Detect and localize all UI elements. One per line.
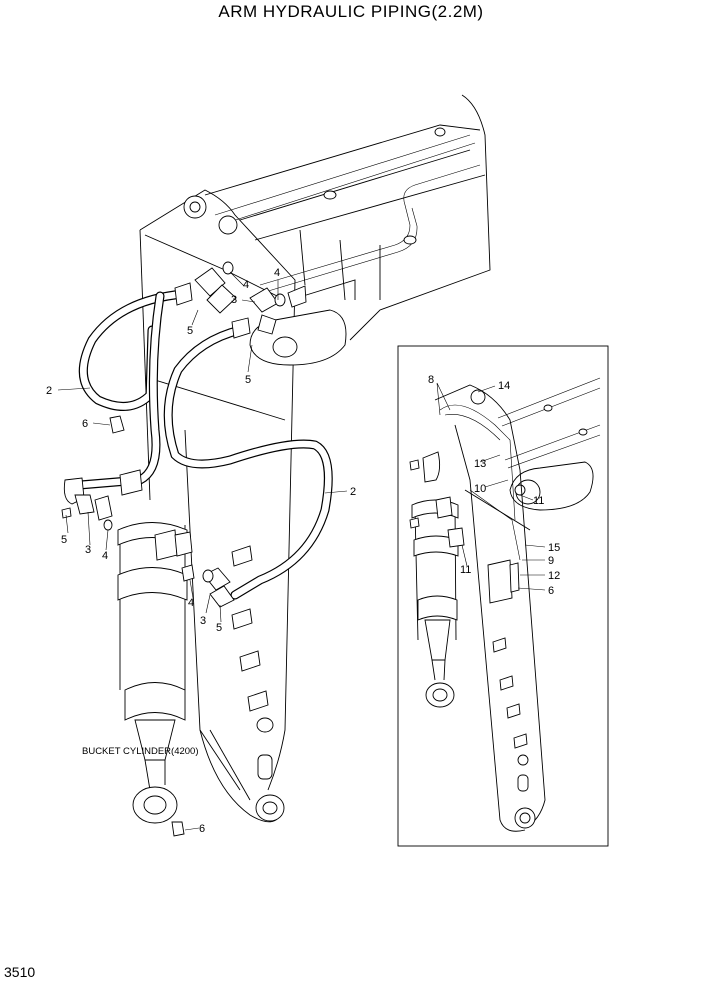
- bucket-cylinder-note: BUCKET CYLINDER(4200): [82, 746, 199, 757]
- callout-6-detail: 6: [548, 585, 554, 597]
- callout-leaders: [57, 271, 546, 831]
- page-number: 3510: [4, 964, 36, 980]
- callout-15: 15: [548, 542, 560, 554]
- callout-labels: 2 6 4 4 3 5 5 2 5 3 4 4 3 5 6 8 14 13 10…: [46, 267, 560, 835]
- callout-11-right: 11: [533, 495, 544, 507]
- detail-view-drawing: [397, 345, 609, 847]
- callout-14: 14: [498, 380, 510, 392]
- callout-4-left: 4: [102, 550, 108, 562]
- callout-4-upper-mid: 4: [243, 279, 249, 291]
- callout-5-upper-left: 5: [187, 325, 193, 337]
- callout-4-lower: 4: [188, 597, 194, 609]
- callout-3-left: 3: [85, 544, 91, 556]
- callout-10: 10: [474, 483, 486, 495]
- callout-2-right: 2: [350, 486, 356, 498]
- callout-6-upper: 6: [82, 418, 88, 430]
- callout-13: 13: [474, 458, 486, 470]
- callout-9: 9: [548, 555, 554, 567]
- callout-8: 8: [428, 374, 434, 386]
- page-title: ARM HYDRAULIC PIPING(2.2M): [218, 2, 484, 21]
- callout-11-left: 11: [460, 564, 471, 576]
- main-assembly-drawing: [61, 94, 491, 837]
- callout-4-upper-right: 4: [274, 267, 280, 279]
- callout-3-lower: 3: [200, 615, 206, 627]
- callout-6-lower: 6: [199, 823, 205, 835]
- callout-5-upper-right: 5: [245, 374, 251, 386]
- callout-5-left: 5: [61, 534, 67, 546]
- callout-2-left: 2: [46, 385, 52, 397]
- callout-5-lower: 5: [216, 622, 222, 634]
- callout-12: 12: [548, 570, 560, 582]
- callout-3-upper: 3: [231, 294, 237, 306]
